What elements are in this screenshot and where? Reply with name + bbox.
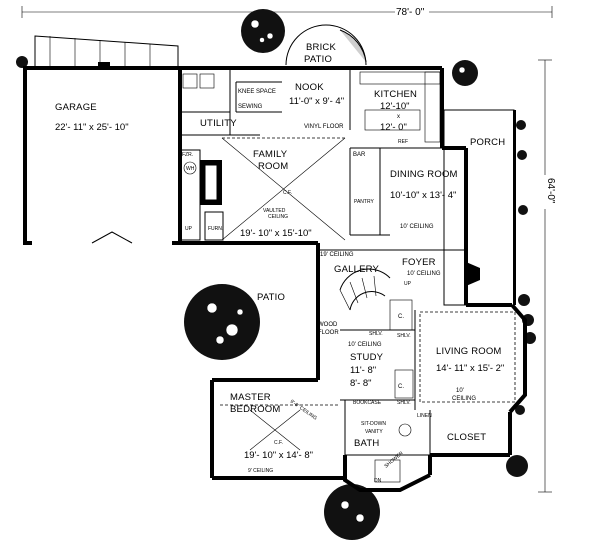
tree-patio [184, 284, 260, 360]
vinyl-floor-label: VINYL FLOOR [304, 124, 344, 130]
family-room-ceiling-b: CEILING [268, 214, 288, 220]
sitdown-vanity-line1: SIT-DOWN [361, 421, 386, 427]
study-size-a: 11'- 8" [350, 365, 376, 376]
shelf-3-label: SHLV. [369, 331, 383, 337]
foyer-name: FOYER [402, 257, 436, 268]
closet-c1-label: C. [398, 314, 404, 320]
family-room-cf: C.F. [283, 190, 292, 196]
living-room-size: 14'- 11" x 15'- 2" [436, 363, 504, 374]
tree-bottom [324, 484, 380, 540]
living-room-ceiling-b: CEILING [452, 396, 476, 402]
sewing-label: SEWING [238, 104, 263, 110]
overall-width-label: 78'- 0" [396, 7, 425, 18]
wood-floor-line1: WOOD [318, 322, 338, 328]
patio-label: PATIO [257, 292, 285, 303]
overall-depth-label: 64'-0" [545, 178, 556, 204]
wh-label: WH [186, 166, 195, 172]
study-size-b: 8'- 8" [350, 378, 372, 389]
knee-space-label: KNEE SPACE [238, 89, 276, 95]
family-room-line2: ROOM [258, 161, 288, 172]
shrub-left [16, 56, 28, 68]
porch-label: PORCH [470, 137, 505, 148]
bar-label: BAR [353, 152, 366, 158]
kitchen-name: KITCHEN [374, 89, 417, 100]
master-bedroom-line2: BEDROOM [230, 404, 281, 415]
bath-label: BATH [354, 438, 379, 449]
dining-room-size: 10'-10" x 13'- 4" [390, 190, 456, 201]
brick-patio [285, 24, 367, 66]
up-label: UP [185, 226, 193, 232]
gallery-ceiling: 19' CEILING [320, 252, 354, 258]
family-room-size: 19'- 10" x 15'-10" [240, 228, 312, 239]
fzr-label: FZR. [182, 152, 193, 158]
kitchen-size-b: 12'- 0" [380, 122, 407, 133]
master-bedroom-cf: C.F. [274, 440, 283, 446]
living-room-name: LIVING ROOM [436, 346, 502, 357]
living-room-ceiling-a: 10' [456, 388, 464, 394]
shelf-1-label: SHLV. [397, 333, 411, 339]
stair-up-label: UP [404, 281, 412, 287]
foyer-ceiling: 10' CEILING [407, 271, 441, 277]
master-bedroom-line1: MASTER [230, 392, 271, 403]
brick-patio-line1: BRICK [306, 42, 336, 53]
tree-top [241, 9, 285, 53]
nook-name: NOOK [295, 82, 324, 93]
furn-label: FURN. [208, 226, 223, 232]
down-label: DN [374, 478, 382, 484]
nook-size: 11'-0" x 9'- 4" [289, 96, 344, 107]
family-room-ceiling-a: VAULTED [263, 208, 286, 214]
bookcase-label: BOOKCASE [353, 400, 382, 406]
ref-label: REF [398, 139, 408, 145]
master-bedroom-size: 19'- 10" x 14'- 8" [244, 450, 313, 461]
garage-area: GARAGE 22'- 11" x 25'- 10" [23, 35, 182, 246]
gallery-name: GALLERY [334, 264, 380, 275]
kitchen-size-x: x [397, 114, 400, 120]
master-bedroom-ceiling: 9'-6" CEILING [289, 399, 318, 422]
tree-bottom-right [506, 455, 528, 477]
garage-size: 22'- 11" x 25'- 10" [55, 122, 129, 133]
family-room-line1: FAMILY [253, 149, 288, 160]
tree-right-top [452, 60, 478, 86]
closet-label: CLOSET [447, 432, 486, 443]
closet-c2-label: C. [398, 384, 404, 390]
interior-walls [179, 68, 516, 483]
kitchen-size-a: 12'-10" [380, 101, 409, 112]
study-ceiling: 10' CEILING [348, 342, 382, 348]
sitdown-vanity-line2: VANITY [365, 429, 383, 435]
dimension-lines: 78'- 0" 64'-0" [21, 5, 556, 493]
shelf-2-label: SHLV. [397, 400, 411, 406]
utility-label: UTILITY [200, 118, 237, 129]
pantry-label: PANTRY [354, 199, 374, 205]
room-labels: BRICK PATIO NOOK 11'-0" x 9'- 4" KNEE SP… [182, 42, 504, 484]
dining-room-ceiling: 10' CEILING [400, 224, 434, 230]
landscape-trees [16, 9, 536, 540]
porch: PORCH [443, 109, 516, 306]
master-bedroom-ceiling-bottom: 9' CEILING [248, 468, 273, 474]
brick-patio-line2: PATIO [304, 54, 332, 65]
linen-label: LINEN [417, 413, 432, 419]
garage-name: GARAGE [55, 102, 97, 113]
study-name: STUDY [350, 352, 384, 363]
wood-floor-line2: FLOOR [318, 330, 339, 336]
dining-room-name: DINING ROOM [390, 169, 458, 180]
